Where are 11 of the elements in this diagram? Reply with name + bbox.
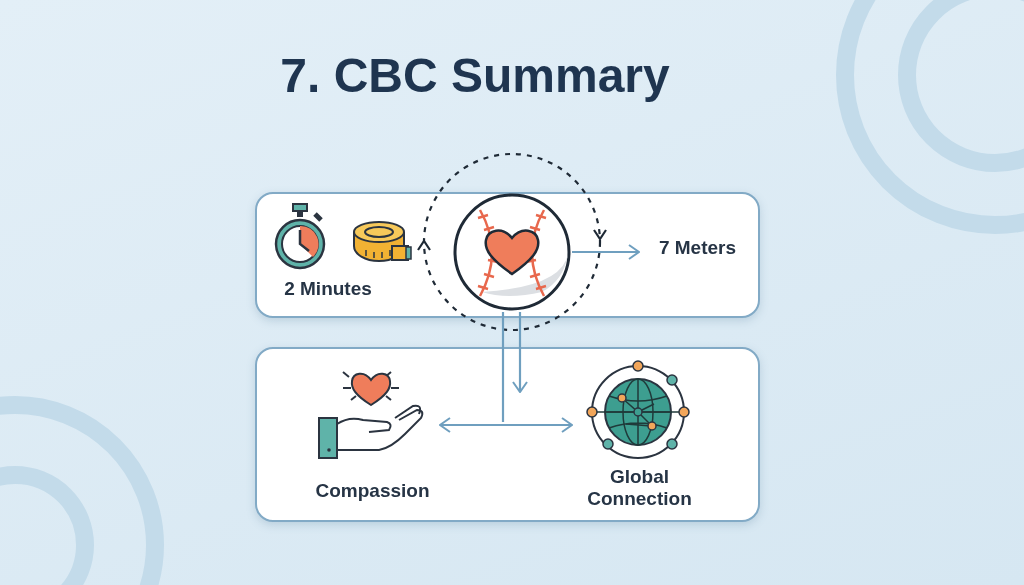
node-label: Global Connection	[586, 466, 693, 510]
panel-card	[255, 347, 760, 522]
arrow	[512, 312, 528, 393]
title: 7. CBC Summary	[279, 48, 671, 103]
node-label: Compassion	[314, 480, 431, 502]
panel-card	[255, 192, 760, 318]
node-label: 7 Meters	[657, 237, 738, 259]
node-label: 2 Minutes	[283, 278, 373, 300]
arrow	[572, 244, 640, 260]
connector-line	[501, 312, 505, 422]
arrow	[439, 417, 573, 433]
